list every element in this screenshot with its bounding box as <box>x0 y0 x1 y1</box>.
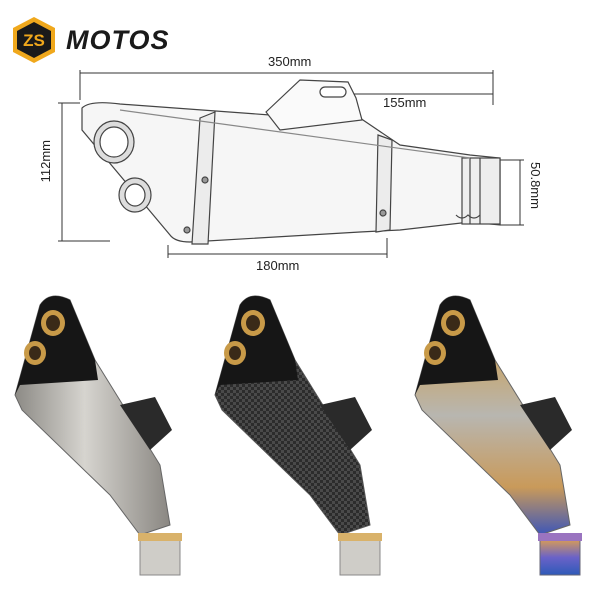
label-bracket-offset: 155mm <box>383 95 427 110</box>
product-variant-stainless <box>14 295 182 576</box>
label-body-length: 180mm <box>256 258 300 273</box>
brand-header: ZS MOTOS <box>10 14 170 66</box>
label-height: 112mm <box>38 140 53 183</box>
product-variant-carbon <box>214 295 382 576</box>
label-total-length: 350mm <box>268 54 312 69</box>
brand-name: MOTOS <box>66 24 170 55</box>
product-variant-titanium <box>414 295 582 576</box>
label-outlet-diameter: 50.8mm <box>528 162 543 209</box>
muffler-sketch <box>81 79 501 245</box>
brand-logo-text: ZS <box>23 31 45 50</box>
dimension-diagram <box>58 70 524 258</box>
brand-logo-icon: ZS <box>13 17 55 63</box>
product-variants <box>14 295 582 576</box>
